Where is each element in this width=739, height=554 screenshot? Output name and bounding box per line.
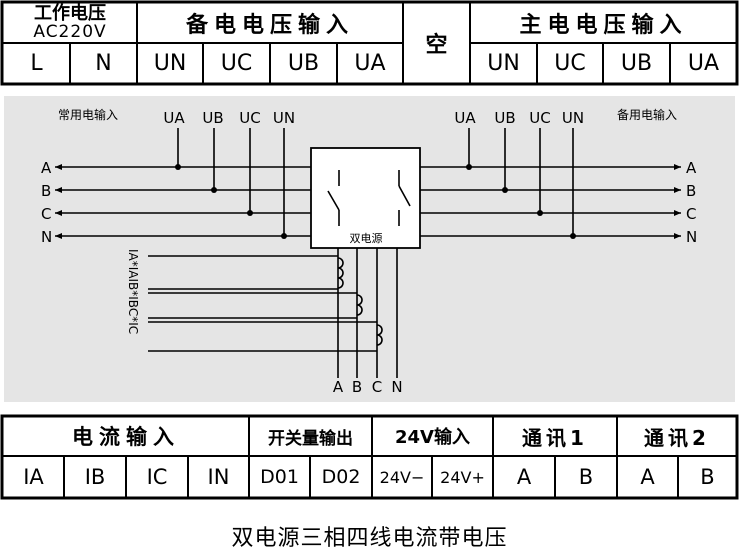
switch-output-title: 开关量输出 bbox=[268, 428, 353, 449]
left-tap-UA: UA bbox=[163, 109, 185, 127]
main-terminal-UN: UN bbox=[487, 51, 520, 76]
left-source-label: 常用电输入 bbox=[58, 107, 118, 122]
left-tap-UN: UN bbox=[273, 109, 295, 127]
comm1-title: 通讯1 bbox=[522, 425, 588, 450]
comm2-title: 通讯2 bbox=[644, 425, 710, 450]
right-source-label: 备用电输入 bbox=[617, 107, 677, 122]
output-label-C: C bbox=[372, 378, 382, 396]
terminal-N: N bbox=[95, 51, 112, 76]
current-transformers bbox=[148, 255, 383, 352]
output-label-N: N bbox=[391, 378, 402, 396]
output-label-B: B bbox=[352, 378, 362, 396]
line-arrows bbox=[55, 164, 681, 239]
comm2-terminal-B: B bbox=[700, 465, 715, 489]
right-tap-UA: UA bbox=[454, 109, 476, 127]
right-line-N: N bbox=[686, 228, 697, 246]
backup-voltage-title: 备电电压输入 bbox=[185, 12, 354, 38]
right-line-A: A bbox=[686, 159, 697, 177]
right-line-C: C bbox=[686, 205, 696, 223]
comm2-terminal-A: A bbox=[640, 465, 655, 489]
diagram-caption: 双电源三相四线电流带电压 bbox=[231, 526, 508, 551]
left-tap-UB: UB bbox=[202, 109, 223, 127]
backup-terminal-UC: UC bbox=[220, 51, 253, 76]
bottom-terminal-table: 电流输入 IA IB IC IN 开关量输出 D01 D02 24V输入 24V… bbox=[0, 414, 739, 500]
wires bbox=[55, 128, 681, 237]
diagram-background bbox=[4, 96, 735, 402]
top-terminal-table: 工作电压 AC220V L N 备电电压输入 UN UC UB UA 空 主电电… bbox=[0, 0, 739, 86]
left-line-C: C bbox=[41, 205, 51, 223]
current-terminal-IB: IB bbox=[84, 465, 106, 489]
left-line-B: B bbox=[41, 182, 51, 200]
working-voltage-title: 工作电压 AC220V bbox=[3, 2, 137, 43]
dc24-terminal-positive: 24V+ bbox=[440, 467, 485, 487]
left-line-N: N bbox=[41, 228, 52, 246]
terminal-L: L bbox=[30, 51, 43, 76]
dual-power-switch: 双电源 bbox=[310, 147, 421, 249]
backup-terminal-UN: UN bbox=[153, 51, 187, 76]
backup-terminal-UB: UB bbox=[287, 51, 320, 76]
right-tap-UN: UN bbox=[562, 109, 584, 127]
current-terminal-IN: IN bbox=[207, 465, 230, 489]
bottom-table-grid bbox=[0, 414, 739, 500]
current-terminal-IC: IC bbox=[146, 465, 168, 489]
backup-terminal-UA: UA bbox=[354, 51, 386, 76]
current-input-title: 电流输入 bbox=[72, 425, 180, 449]
comm1-terminal-A: A bbox=[516, 465, 532, 489]
current-terminal-IA: IA bbox=[23, 465, 44, 489]
main-terminal-UB: UB bbox=[620, 51, 653, 76]
comm1-terminal-B: B bbox=[578, 465, 594, 489]
left-tap-UC: UC bbox=[239, 109, 260, 127]
junction-dots bbox=[175, 164, 576, 239]
switch-box-label: 双电源 bbox=[350, 231, 383, 245]
output-wires bbox=[337, 248, 398, 378]
top-table-grid bbox=[0, 0, 739, 86]
switch-terminal-D02: D02 bbox=[321, 466, 361, 488]
left-line-A: A bbox=[41, 159, 52, 177]
working-voltage-title-line1: 工作电压 bbox=[34, 2, 106, 24]
main-terminal-UA: UA bbox=[687, 51, 720, 76]
wiring-diagram: 常用电输入 备用电输入 UA UB UC UN UA UB UC UN A B … bbox=[4, 96, 735, 402]
right-tap-UB: UB bbox=[494, 109, 515, 127]
dc24-terminal-negative: 24V− bbox=[379, 467, 425, 487]
output-label-A: A bbox=[333, 378, 344, 396]
main-terminal-UC: UC bbox=[554, 51, 586, 76]
empty-terminal: 空 bbox=[425, 33, 448, 58]
ct-labels-vertical: IA*IAIB*IBC*IC bbox=[126, 249, 140, 334]
right-line-B: B bbox=[686, 182, 696, 200]
dc24-input-title: 24V输入 bbox=[395, 427, 470, 448]
working-voltage-title-line2: AC220V bbox=[33, 21, 107, 42]
switch-terminal-D01: D01 bbox=[260, 466, 299, 488]
main-voltage-title: 主电电压输入 bbox=[519, 12, 688, 38]
right-tap-UC: UC bbox=[529, 109, 550, 127]
